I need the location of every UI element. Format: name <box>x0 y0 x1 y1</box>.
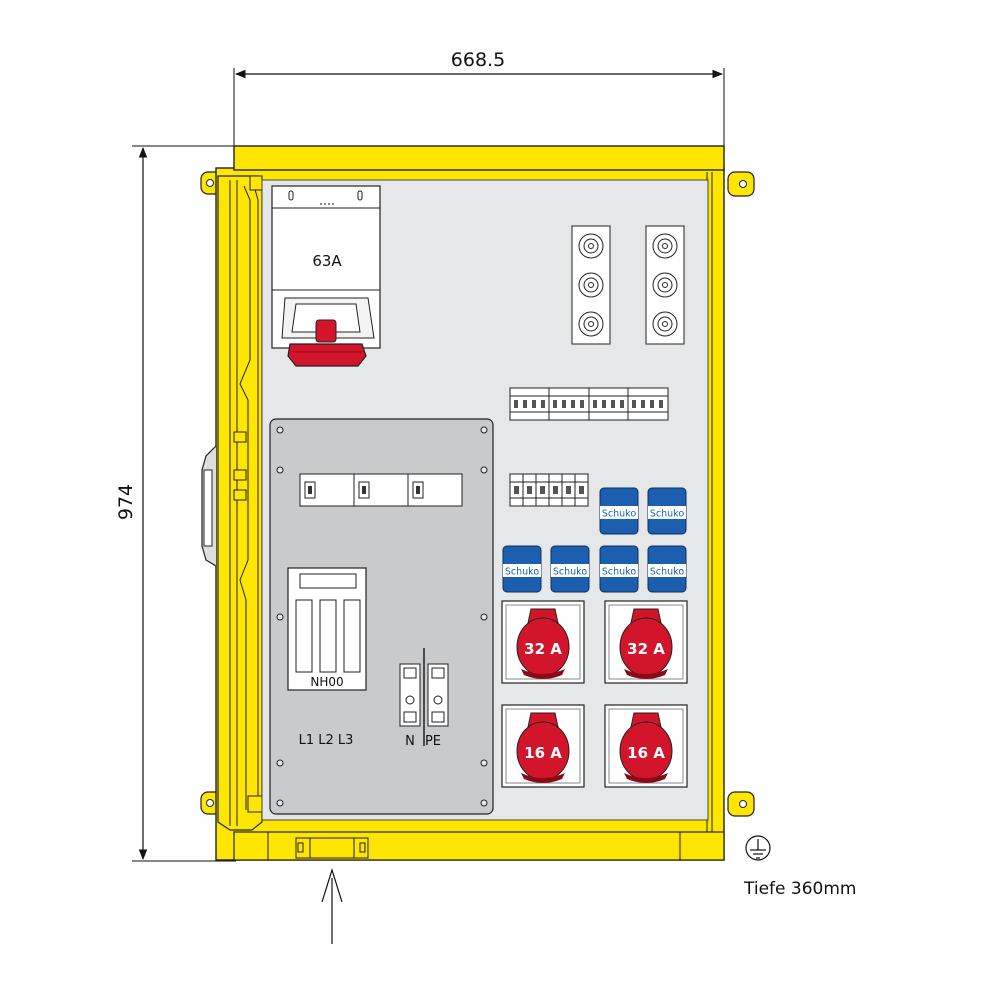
earth-ground-icon <box>745 835 771 861</box>
breaker-row-upper <box>509 387 669 421</box>
cee-rating: 16 A <box>524 744 562 762</box>
schuko-label: Schuko <box>602 567 636 578</box>
terminal-pe-label: PE <box>425 734 441 749</box>
schuko-socket: Schuko <box>599 545 639 593</box>
phase-labels: L1 L2 L3 <box>299 733 354 748</box>
schuko-label: Schuko <box>505 567 539 578</box>
schuko-socket: Schuko <box>550 545 590 593</box>
cee-socket: 32 A <box>501 600 585 684</box>
width-dimension: 668.5 <box>233 49 725 148</box>
schuko-label: Schuko <box>650 567 684 578</box>
fuse-holder-left <box>571 225 611 345</box>
main-socket-63a: 63A <box>271 185 381 367</box>
depth-label: Tiefe 360mm <box>743 879 856 899</box>
n-pe-terminals <box>399 648 449 746</box>
cover-panel: NH00 L1 L2 L3 N PE <box>269 418 494 815</box>
schuko-socket: Schuko <box>647 545 687 593</box>
nh00-fuse: NH00 <box>287 567 367 691</box>
cee-rating: 32 A <box>524 640 562 658</box>
cee-socket: 16 A <box>501 704 585 788</box>
schuko-label: Schuko <box>553 567 587 578</box>
breaker-row-lower <box>509 473 589 507</box>
height-label: 974 <box>115 484 137 520</box>
height-dimension: 974 <box>115 145 236 862</box>
schuko-label: Schuko <box>602 509 636 520</box>
panel-breakers <box>299 473 463 507</box>
width-label: 668.5 <box>451 49 505 71</box>
fuse-label: NH00 <box>310 675 343 689</box>
fuse-holder-right <box>645 225 685 345</box>
schuko-socket: Schuko <box>647 487 687 535</box>
schuko-socket: Schuko <box>599 487 639 535</box>
schuko-label: Schuko <box>650 509 684 520</box>
terminal-n-label: N <box>405 734 415 749</box>
main-socket-label: 63A <box>312 252 342 270</box>
arrow-up-icon <box>321 867 343 944</box>
schuko-socket: Schuko <box>502 545 542 593</box>
cee-rating: 16 A <box>627 744 665 762</box>
cee-socket: 32 A <box>604 600 688 684</box>
cee-socket: 16 A <box>604 704 688 788</box>
cee-rating: 32 A <box>627 640 665 658</box>
